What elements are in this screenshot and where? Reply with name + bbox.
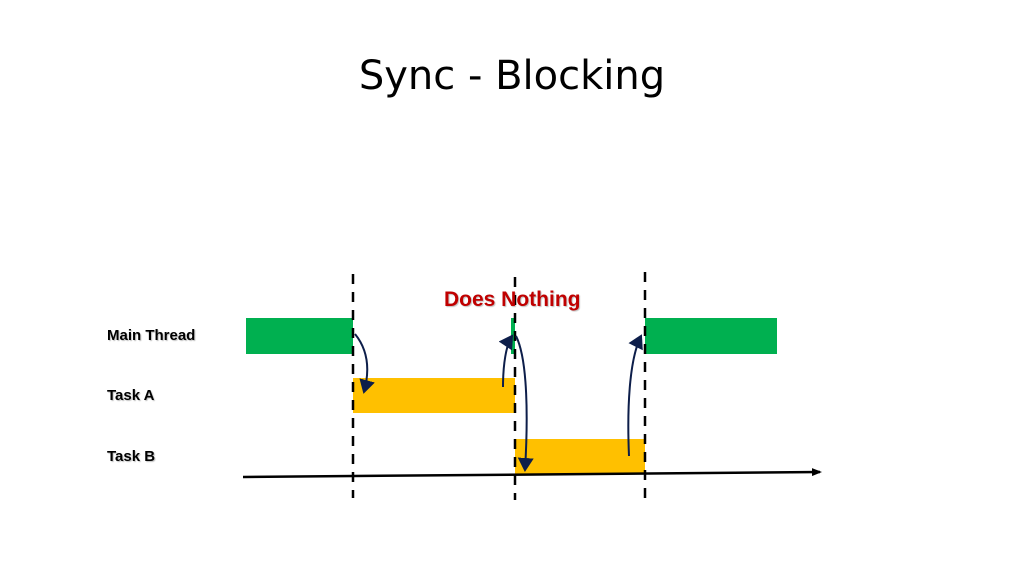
task-a-bar	[353, 378, 515, 413]
row-label-task-a: Task A	[107, 387, 155, 404]
main-thread-bar-1	[246, 318, 353, 354]
time-axis	[242, 468, 822, 479]
does-nothing-annotation: Does Nothing	[444, 288, 581, 311]
row-label-main-thread: Main Thread	[107, 327, 196, 344]
row-label-task-b: Task B	[107, 448, 156, 465]
arrow-task-a-to-main	[498, 334, 514, 388]
arrow-main-to-task-b	[515, 335, 534, 472]
main-thread-bar-2	[645, 318, 777, 354]
arrow-main-to-task-a	[354, 333, 375, 394]
task-b-bar	[515, 439, 645, 474]
arrow-task-b-to-main	[627, 334, 643, 457]
slide-title: Sync - Blocking	[358, 53, 666, 99]
